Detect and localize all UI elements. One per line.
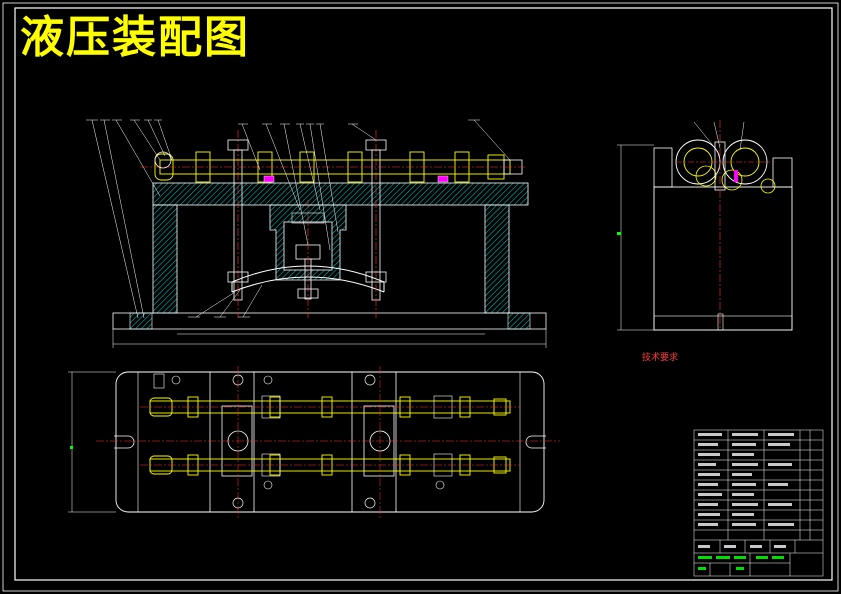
front-view — [86, 119, 547, 348]
technical-requirements-heading: 技术要求 — [642, 353, 679, 363]
top-view — [68, 366, 560, 518]
title-block-fills — [698, 433, 794, 548]
inner-frame — [14, 7, 833, 581]
drawing-title: 液压装配图 — [20, 12, 250, 63]
title-block-green — [698, 556, 784, 570]
title-block — [693, 429, 824, 577]
side-view — [617, 120, 793, 331]
